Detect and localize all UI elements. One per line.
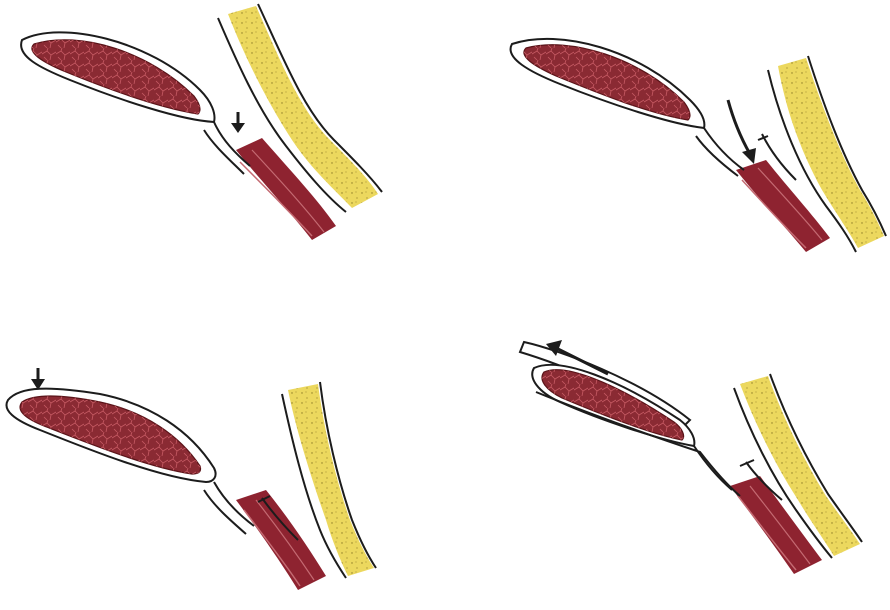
panel-bottom-left	[6, 368, 376, 590]
panel-top-left	[21, 4, 382, 240]
arrow-icon	[231, 112, 245, 133]
arrow-icon	[31, 368, 45, 390]
fat-layer	[218, 4, 382, 212]
panel-top-right	[511, 39, 886, 252]
panel-bottom-right	[520, 340, 862, 574]
muscle-bundle	[236, 490, 326, 590]
arrow-icon	[728, 100, 756, 164]
tissue-flap	[21, 32, 250, 174]
tissue-flap	[520, 342, 782, 500]
